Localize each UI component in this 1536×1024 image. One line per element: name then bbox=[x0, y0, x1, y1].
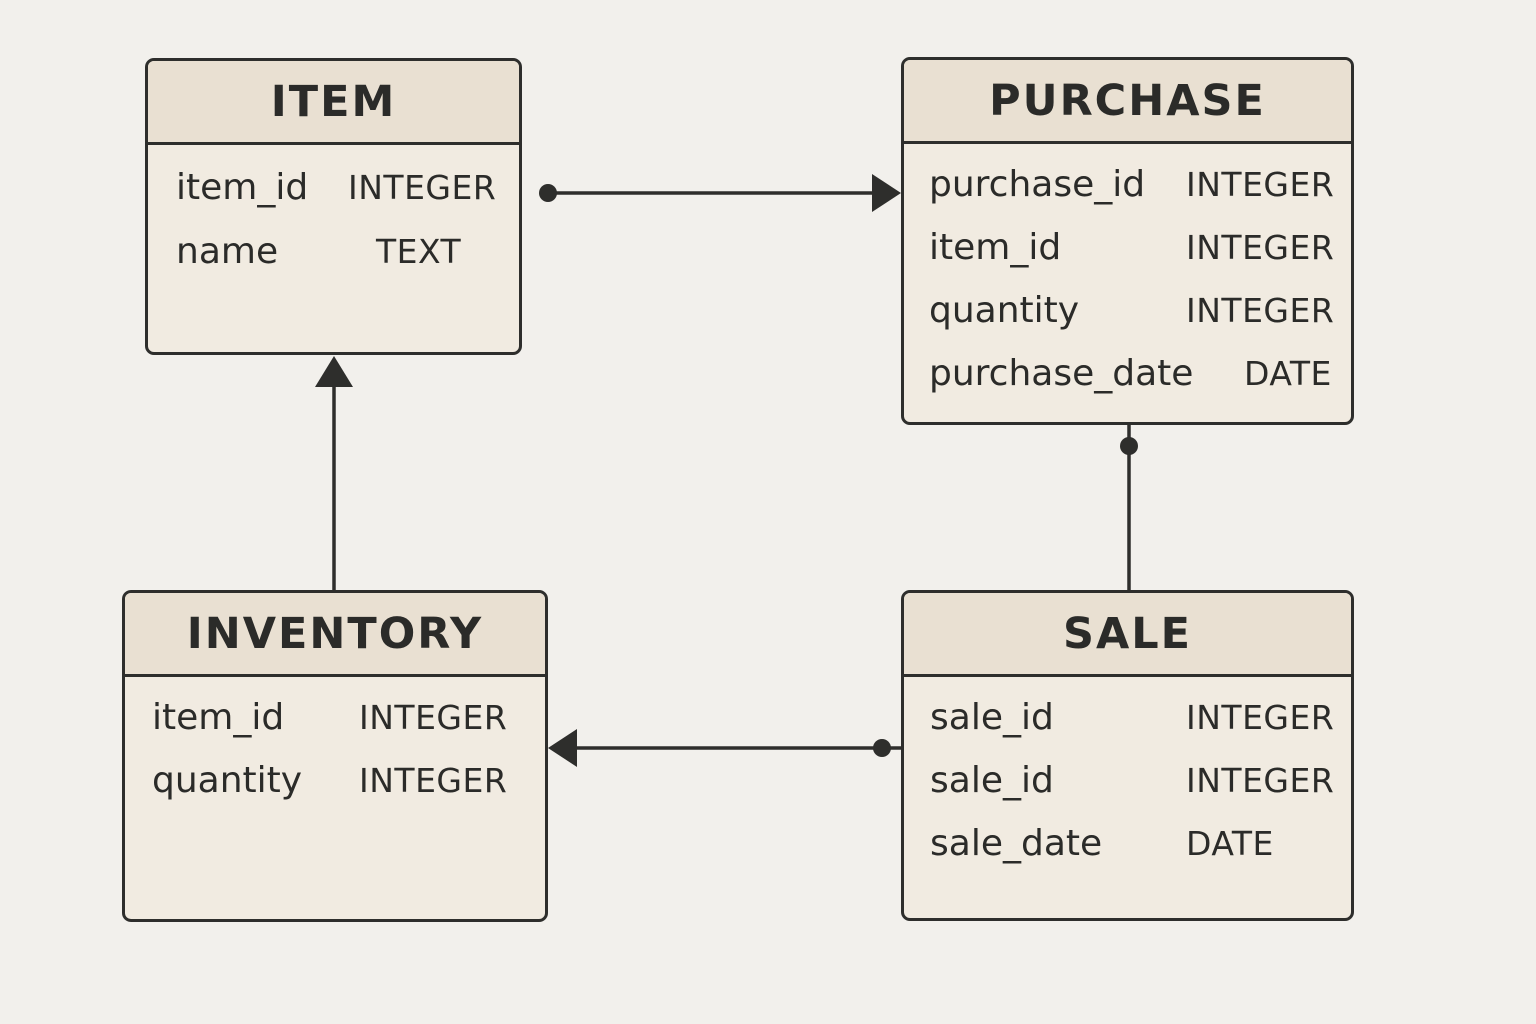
relationship-purchase-to-sale bbox=[1120, 425, 1138, 590]
relationship-inventory-to-item bbox=[315, 356, 353, 590]
field-row: sale_date DATE bbox=[904, 819, 1351, 869]
field-type: INTEGER bbox=[359, 698, 508, 737]
entity-title: ITEM bbox=[148, 61, 519, 145]
field-row: item_id INTEGER bbox=[125, 693, 545, 743]
field-type: INTEGER bbox=[1186, 761, 1335, 800]
entity-title: SALE bbox=[904, 593, 1351, 677]
entity-inventory[interactable]: INVENTORY item_id INTEGER quantity INTEG… bbox=[122, 590, 548, 922]
field-name: sale_id bbox=[930, 697, 1054, 738]
entity-title: INVENTORY bbox=[125, 593, 545, 677]
field-row: purchase_id INTEGER bbox=[904, 160, 1351, 210]
field-name: item_id bbox=[152, 697, 285, 738]
relationship-item-to-purchase bbox=[539, 174, 901, 212]
entity-item[interactable]: ITEM item_id INTEGER name TEXT bbox=[145, 58, 522, 355]
field-name: quantity bbox=[929, 290, 1080, 331]
connector-arrowhead bbox=[315, 356, 353, 387]
field-row: item_id INTEGER bbox=[148, 163, 519, 213]
field-name: quantity bbox=[152, 760, 303, 801]
field-name: purchase_id bbox=[929, 164, 1146, 205]
field-name: name bbox=[176, 231, 279, 272]
connector-arrowhead bbox=[872, 174, 901, 212]
connector-arrowhead bbox=[548, 729, 577, 767]
connector-dot bbox=[539, 184, 557, 202]
field-row: sale_id INTEGER bbox=[904, 756, 1351, 806]
field-type: INTEGER bbox=[1186, 291, 1335, 330]
field-type: INTEGER bbox=[359, 761, 508, 800]
field-row: purchase_date DATE bbox=[904, 349, 1351, 399]
field-type: INTEGER bbox=[1186, 165, 1335, 204]
field-type: INTEGER bbox=[1186, 228, 1335, 267]
field-name: item_id bbox=[176, 167, 309, 208]
field-name: sale_date bbox=[930, 823, 1103, 864]
field-row: quantity INTEGER bbox=[904, 286, 1351, 336]
relationship-sale-to-inventory bbox=[548, 729, 901, 767]
field-row: sale_id INTEGER bbox=[904, 693, 1351, 743]
field-type: INTEGER bbox=[1186, 698, 1335, 737]
field-row: item_id INTEGER bbox=[904, 223, 1351, 273]
field-name: sale_id bbox=[930, 760, 1054, 801]
field-type: DATE bbox=[1186, 824, 1274, 863]
field-type: TEXT bbox=[376, 232, 462, 271]
connector-dot bbox=[873, 739, 891, 757]
field-name: item_id bbox=[929, 227, 1062, 268]
connector-dot bbox=[1120, 437, 1138, 455]
field-row: quantity INTEGER bbox=[125, 756, 545, 806]
entity-purchase[interactable]: PURCHASE purchase_id INTEGER item_id INT… bbox=[901, 57, 1354, 425]
entity-title: PURCHASE bbox=[904, 60, 1351, 144]
field-type: DATE bbox=[1244, 354, 1332, 393]
entity-sale[interactable]: SALE sale_id INTEGER sale_id INTEGER sal… bbox=[901, 590, 1354, 921]
field-type: INTEGER bbox=[348, 168, 497, 207]
field-name: purchase_date bbox=[929, 353, 1194, 394]
field-row: name TEXT bbox=[148, 227, 519, 277]
